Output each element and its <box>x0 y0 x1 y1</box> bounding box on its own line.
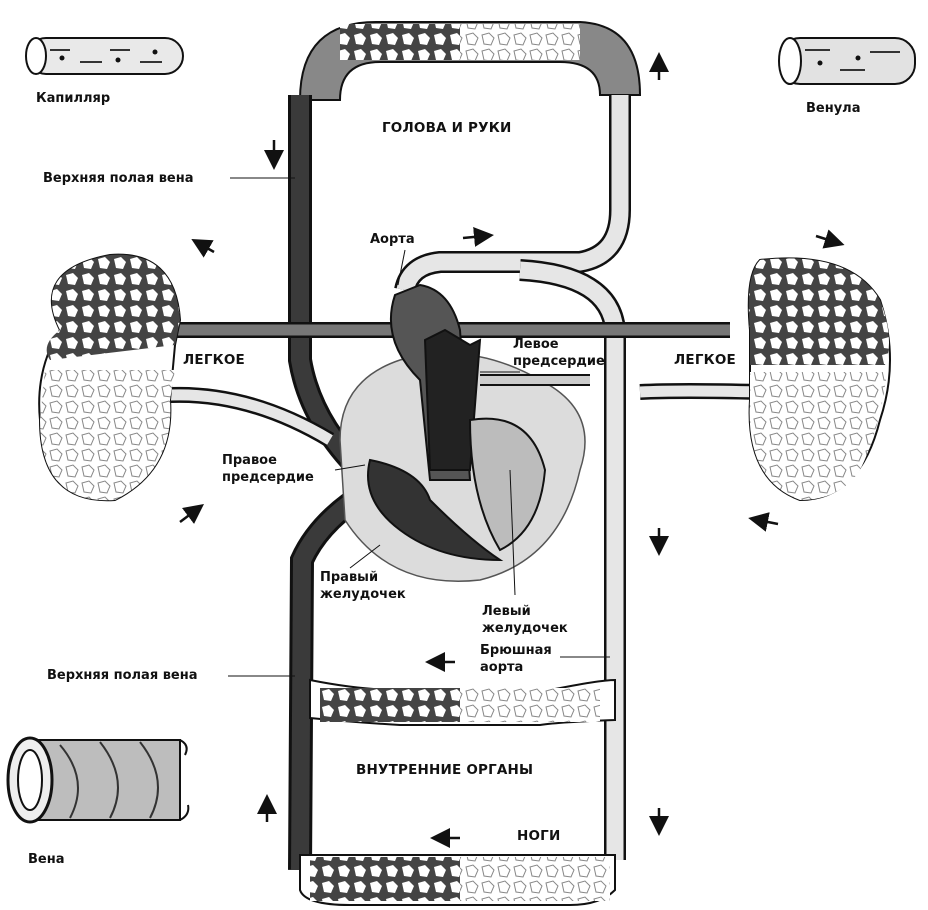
aorta-label: Аорта <box>370 231 415 248</box>
vein-illustration <box>8 738 188 822</box>
arrow-upright-icon <box>180 510 196 522</box>
internal-organs-label: ВНУТРЕННИЕ ОРГАНЫ <box>356 762 533 779</box>
venule-illustration <box>779 38 915 84</box>
venule-label: Венула <box>806 100 860 117</box>
left-atrium-label: Левое предсердие <box>513 336 605 370</box>
left-lung <box>39 255 180 501</box>
arrow-upleft-icon <box>200 244 214 252</box>
legs-label: НОГИ <box>517 828 560 845</box>
right-ventricle-label: Правый желудочек <box>320 569 406 603</box>
head-arms-capillary-bed <box>300 22 640 100</box>
right-atrium-label: Правое предсердие <box>222 452 314 486</box>
abdominal-aorta-label: Брюшная аорта <box>480 642 552 676</box>
arrow-left-icon <box>758 520 778 524</box>
right-lung-label: ЛЕГКОЕ <box>674 352 736 369</box>
arrow-right-icon <box>816 236 835 242</box>
head-arms-label: ГОЛОВА И РУКИ <box>382 120 511 137</box>
capillary-illustration <box>26 38 183 74</box>
upper-vena-cava-label-top: Верхняя полая вена <box>43 170 194 187</box>
left-ventricle-label: Левый желудочек <box>482 603 568 637</box>
arrow-right-icon <box>463 236 484 238</box>
capillary-label: Капилляр <box>36 90 110 107</box>
vein-label: Вена <box>28 851 64 868</box>
upper-vena-cava-label-bottom: Верхняя полая вена <box>47 667 198 684</box>
internal-organs-capillary-bed <box>310 680 615 725</box>
legs-capillary-bed <box>300 855 615 905</box>
left-lung-label: ЛЕГКОЕ <box>183 352 245 369</box>
right-lung <box>749 258 890 500</box>
